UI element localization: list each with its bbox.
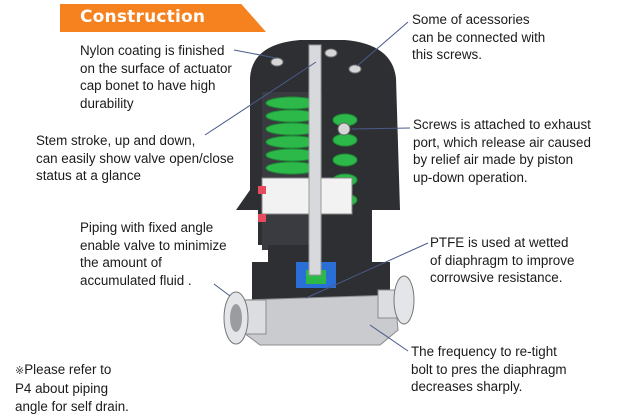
callout-retighten-frequency: The frequency to re-tight bolt to pres t…: [411, 344, 567, 394]
note-mark: ※: [15, 364, 25, 377]
section-header: Construction: [60, 4, 266, 32]
section-title: Construction: [80, 7, 206, 27]
top-screws: [270, 48, 362, 74]
callout-nylon-coating: Nylon coating is finished on the surface…: [80, 43, 232, 111]
callout-exhaust-screws: Screws is attached to exhaust port, whic…: [413, 117, 591, 185]
callout-note: ※Please refer to P4 about piping angle f…: [15, 343, 129, 415]
callout-accessories: Some of acessories can be connected with…: [412, 12, 546, 62]
callout-stem-stroke: Stem stroke, up and down, can easily sho…: [36, 133, 234, 183]
piston: [261, 177, 353, 215]
right-clamp-flange: [393, 275, 415, 325]
callout-ptfe: PTFE is used at wetted of diaphragm to i…: [430, 235, 575, 285]
callout-piping-angle: Piping with fixed angle enable valve to …: [80, 220, 227, 288]
note-text: Please refer to P4 about piping angle fo…: [15, 361, 129, 414]
valve-illustration: [204, 21, 429, 352]
stem: [308, 44, 322, 276]
leader-lines: [204, 21, 429, 352]
exhaust-screw: [337, 122, 351, 136]
